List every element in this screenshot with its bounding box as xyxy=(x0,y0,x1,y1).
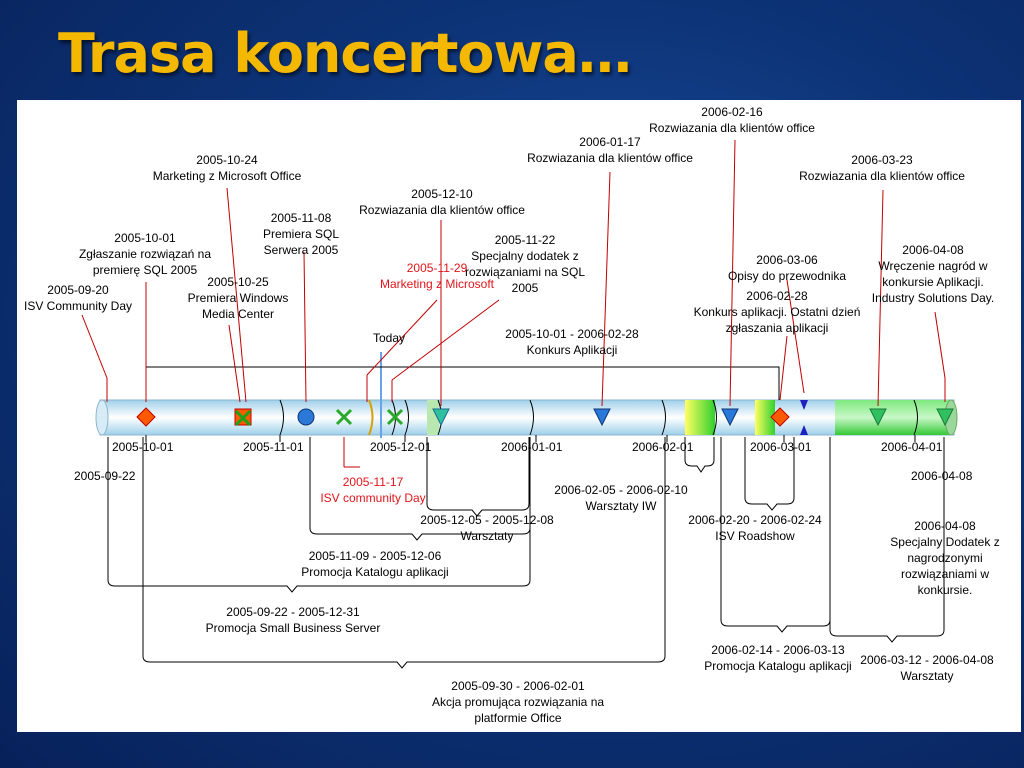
milestone-date: 2005-11-22 xyxy=(494,233,556,247)
span-label: 2006-02-14 - 2006-03-13 Promocja Katalog… xyxy=(683,642,873,674)
span-range: 2005-09-22 - 2005-12-31 xyxy=(226,605,360,619)
milestone-date: 2005-11-17 xyxy=(342,475,404,489)
span-range: 2005-10-01 - 2006-02-28 xyxy=(505,327,639,341)
milestone-label: 2006-02-28 Konkurs aplikacji. Ostatni dz… xyxy=(677,288,877,336)
bracket-konkurs xyxy=(145,366,780,400)
span-range: 2005-12-05 - 2005-12-08 xyxy=(420,513,554,527)
axis-tick-6: 2006-04-01 xyxy=(881,440,943,454)
milestone-text: Zgłaszanie rozwiązań na premierę SQL 200… xyxy=(78,247,212,277)
milestone-text: Wręczenie nagród w konkursie Aplikacji. … xyxy=(871,259,995,305)
span-range: 2005-09-30 - 2006-02-01 xyxy=(451,679,585,693)
span-range: 2006-02-20 - 2006-02-24 xyxy=(688,513,822,527)
milestone-text: Premiera SQL Serwera 2005 xyxy=(262,227,340,257)
milestone-label: 2006-01-17 Rozwiazania dla klientów offi… xyxy=(515,134,705,166)
span-label: 2005-11-09 - 2005-12-06 Promocja Katalog… xyxy=(285,548,465,580)
lower-brackets xyxy=(107,437,945,669)
milestone-label: 2006-03-23 Rozwiazania dla klientów offi… xyxy=(787,152,977,184)
milestone-text: Opisy do przewodnika xyxy=(727,269,847,283)
axis-tick-4: 2006-02-01 xyxy=(632,440,694,454)
milestone-date: 2005-10-24 xyxy=(196,153,258,167)
leader-lines xyxy=(81,139,946,468)
milestone-label: 2005-09-20 ISV Community Day xyxy=(17,282,139,314)
bar-segment-arcs xyxy=(279,399,918,436)
milestone-date: 2006-04-08 xyxy=(914,519,976,533)
span-label: 2006-02-20 - 2006-02-24 ISV Roadshow xyxy=(671,512,839,544)
axis-tick-5: 2006-03-01 xyxy=(750,440,812,454)
timeline-graphics xyxy=(81,139,958,669)
milestone-label: 2005-11-08 Premiera SQL Serwera 2005 xyxy=(241,210,361,258)
axis-tick-lines xyxy=(145,435,916,442)
span-range: 2006-02-05 - 2006-02-10 xyxy=(554,483,688,497)
span-label: 2005-10-01 - 2006-02-28 Konkurs Aplikacj… xyxy=(487,326,657,358)
milestone-date: 2005-10-01 xyxy=(114,231,176,245)
timeline-bar xyxy=(95,399,958,436)
span-text: Warsztaty xyxy=(900,669,954,683)
milestone-date: 2006-02-28 xyxy=(746,289,808,303)
span-text: Akcja promująca rozwiązania na platformi… xyxy=(431,695,605,725)
milestone-date: 2005-11-08 xyxy=(270,211,332,225)
milestone-text: Premiera Windows Media Center xyxy=(187,291,289,321)
span-text: Promocja Katalogu aplikacji xyxy=(704,659,852,673)
milestone-date: 2005-10-25 xyxy=(207,275,269,289)
milestone-label: 2006-03-06 Opisy do przewodnika xyxy=(717,252,857,284)
markers xyxy=(136,400,954,435)
milestone-date: 2006-04-08 xyxy=(902,243,964,257)
milestone-text: Marketing z Microsoft Office xyxy=(152,169,302,183)
span-label: 2006-03-12 - 2006-04-08 Warsztaty xyxy=(843,652,1011,684)
span-text: Warsztaty xyxy=(460,529,514,543)
span-label: 2005-09-30 - 2006-02-01 Akcja promująca … xyxy=(413,678,623,726)
today-label: Today xyxy=(373,331,406,345)
span-label: 2005-12-05 - 2005-12-08 Warsztaty xyxy=(403,512,571,544)
span-text: Warsztaty IW xyxy=(585,499,657,513)
milestone-label: 2006-04-08 Specjalny Dodatek z nagrodzon… xyxy=(883,518,1007,598)
axis-tick-1: 2005-11-01 xyxy=(243,440,304,454)
span-range: 2006-02-14 - 2006-03-13 xyxy=(711,643,845,657)
milestone-label: 2005-11-29 Marketing z Microsoft xyxy=(367,260,507,292)
milestone-label: 2005-10-24 Marketing z Microsoft Office xyxy=(137,152,317,184)
milestone-date: 2005-09-20 xyxy=(47,283,109,297)
milestone-label: 2005-10-01 Zgłaszanie rozwiązań na premi… xyxy=(75,230,215,278)
axis-tick-3: 2006-01-01 xyxy=(501,440,563,454)
milestone-label: 2005-12-10 Rozwiazania dla klientów offi… xyxy=(347,186,537,218)
milestone-label: 2006-02-16 Rozwiazania dla klientów offi… xyxy=(637,104,827,136)
span-text: Konkurs Aplikacji xyxy=(526,343,618,357)
milestone-text: Specjalny dodatek z rozwiązaniami na SQL… xyxy=(464,249,586,295)
span-text: Promocja Katalogu aplikacji xyxy=(301,565,449,579)
milestone-text: Konkurs aplikacji. Ostatni dzień zgłasza… xyxy=(693,305,861,335)
span-range: 2005-11-09 - 2005-12-06 xyxy=(308,549,442,563)
milestone-text: ISV community Day xyxy=(320,491,426,505)
milestone-text: Rozwiazania dla klientów office xyxy=(359,203,525,217)
span-label: 2005-09-22 - 2005-12-31 Promocja Small B… xyxy=(193,604,393,636)
milestone-date: 2006-01-17 xyxy=(579,135,641,149)
timeline-panel: Today 2005-10-01 2005-11-01 2005-12-01 2… xyxy=(17,100,1021,732)
milestone-date: 2005-11-29 xyxy=(406,261,468,275)
milestone-date: 2006-03-23 xyxy=(851,153,913,167)
axis-tick-2: 2005-12-01 xyxy=(370,440,432,454)
span-label: 2006-02-05 - 2006-02-10 Warsztaty IW xyxy=(537,482,705,514)
milestone-date: 2005-12-10 xyxy=(411,187,473,201)
milestone-text: Rozwiazania dla klientów office xyxy=(649,121,815,135)
span-range: 2006-03-12 - 2006-04-08 xyxy=(860,653,994,667)
axis-tick-0: 2005-10-01 xyxy=(112,440,174,454)
milestone-label: 2005-11-22 Specjalny dodatek z rozwiązan… xyxy=(463,232,587,296)
milestone-date: 2006-02-16 xyxy=(701,105,763,119)
milestone-label: 2006-04-08 Wręczenie nagród w konkursie … xyxy=(863,242,1003,306)
milestone-label: 2005-11-17 ISV community Day xyxy=(313,474,433,506)
milestone-date: 2006-03-06 xyxy=(756,253,818,267)
span-text: ISV Roadshow xyxy=(715,529,795,543)
milestone-text: Marketing z Microsoft xyxy=(379,277,495,291)
milestone-text: ISV Community Day xyxy=(23,299,133,313)
span-text: Promocja Small Business Server xyxy=(205,621,381,635)
edge-date-end: 2006-04-08 xyxy=(911,469,973,483)
slide-title: Trasa koncertowa… xyxy=(58,22,632,85)
milestone-label: 2005-10-25 Premiera Windows Media Center xyxy=(179,274,297,322)
milestone-text: Rozwiazania dla klientów office xyxy=(527,151,693,165)
milestone-text: Rozwiazania dla klientów office xyxy=(799,169,965,183)
edge-date-start: 2005-09-22 xyxy=(74,469,136,483)
milestone-text: Specjalny Dodatek z nagrodzonymi rozwiąz… xyxy=(890,535,1000,597)
